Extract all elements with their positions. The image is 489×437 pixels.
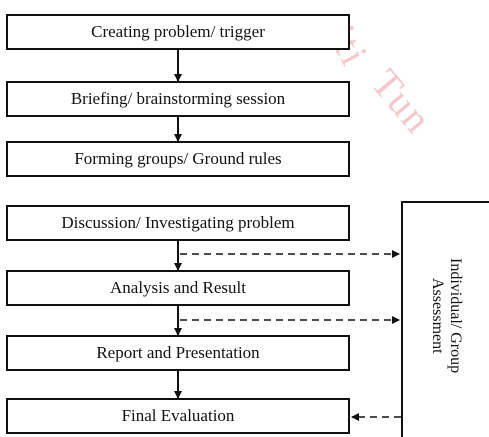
- step-label: Analysis and Result: [110, 278, 246, 297]
- step-label: Forming groups/ Ground rules: [74, 149, 282, 168]
- step-creating-problem: Creating problem/ trigger: [6, 14, 350, 50]
- step-forming-groups: Forming groups/ Ground rules: [6, 141, 350, 177]
- assessment-box: [401, 201, 489, 437]
- step-label: Discussion/ Investigating problem: [61, 213, 295, 232]
- assessment-arrows: [180, 250, 401, 421]
- step-label: Report and Presentation: [96, 343, 260, 362]
- step-analysis: Analysis and Result: [6, 270, 350, 306]
- step-briefing: Briefing/ brainstorming session: [6, 81, 350, 117]
- assessment-line-1: Individual/ Group: [447, 258, 464, 374]
- step-label: Creating problem/ trigger: [91, 22, 265, 41]
- step-discussion: Discussion/ Investigating problem: [6, 205, 350, 241]
- assessment-line-2: Assessment: [429, 278, 446, 354]
- step-label: Final Evaluation: [121, 406, 235, 425]
- step-report: Report and Presentation: [6, 335, 350, 371]
- assessment-label: Individual/ Group Assessment: [401, 201, 489, 431]
- step-label: Briefing/ brainstorming session: [70, 89, 286, 108]
- step-final-evaluation: Final Evaluation: [6, 398, 350, 434]
